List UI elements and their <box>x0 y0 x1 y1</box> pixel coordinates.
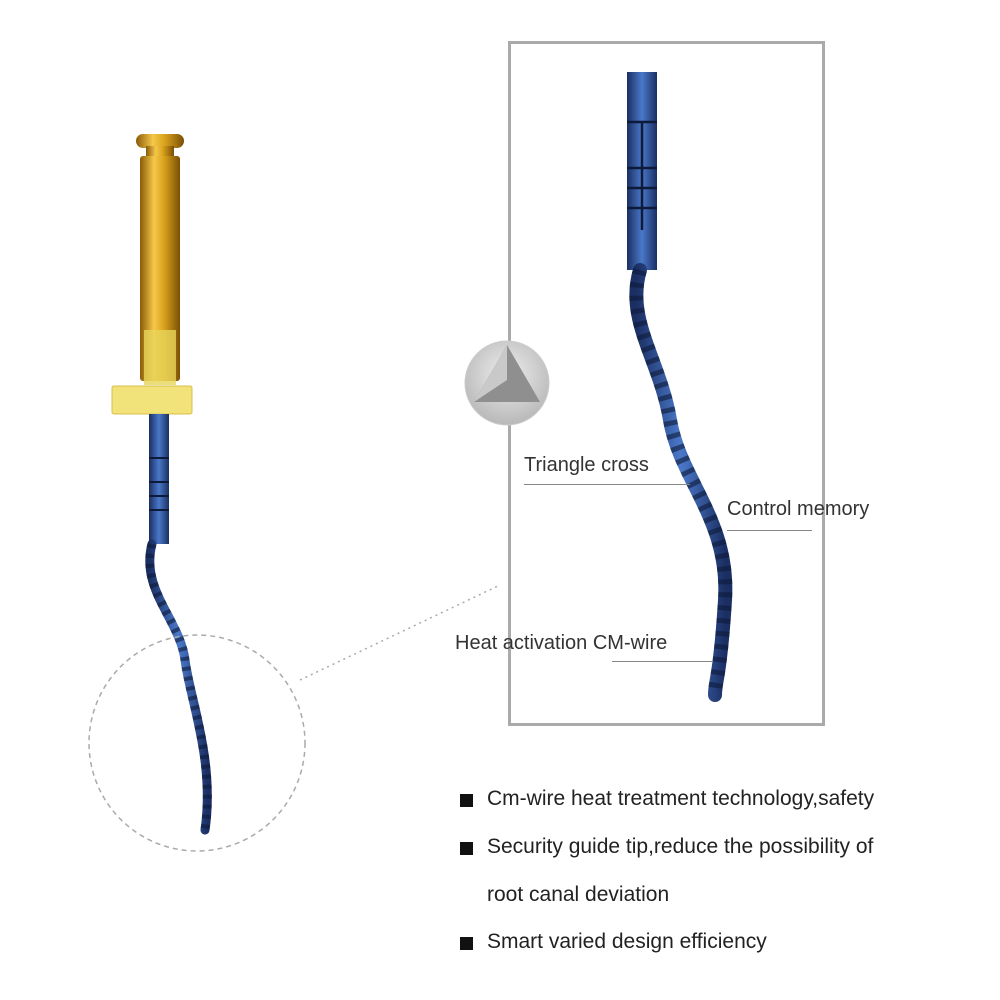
endodontic-file <box>111 134 212 835</box>
zoom-circle <box>88 634 306 852</box>
callout-heat-activation: Heat activation CM-wire <box>455 632 668 654</box>
bullet-icon <box>460 842 473 855</box>
feature-text: Security guide tip,reduce the possibilit… <box>487 835 874 858</box>
feature-text: root canal deviation <box>487 883 670 906</box>
callout-triangle-cross: Triangle cross <box>524 454 649 476</box>
file-detail <box>627 72 733 702</box>
feature-text: Smart varied design efficiency <box>487 930 767 953</box>
bullet-icon <box>460 794 473 807</box>
callout-control-memory: Control memory <box>727 498 870 520</box>
feature-text: Cm-wire heat treatment technology,safety <box>487 787 875 810</box>
zoom-connector <box>299 584 501 681</box>
triangle-cross-section-icon <box>464 340 550 426</box>
bullet-icon <box>460 937 473 950</box>
callout-underline <box>524 484 690 485</box>
callout-underline <box>727 530 812 531</box>
callout-underline <box>612 661 712 662</box>
